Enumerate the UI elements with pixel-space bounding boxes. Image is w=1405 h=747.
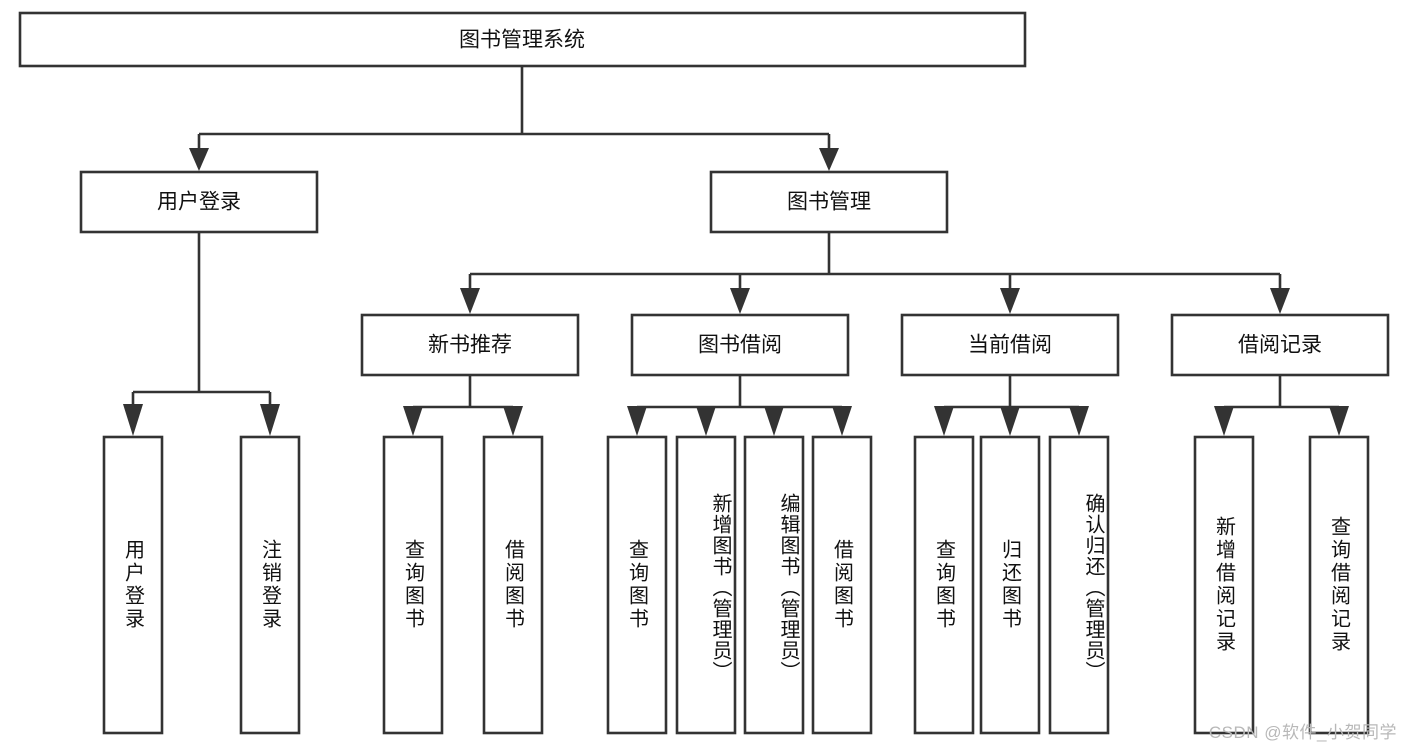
node-root[interactable]: 图书管理系统 (18, 11, 1027, 68)
leaf-user-login-box[interactable] (102, 435, 164, 735)
arrow-head-current-borrow (1000, 288, 1020, 314)
leaf-query-book-3-box[interactable] (913, 435, 975, 735)
node-root-box[interactable] (18, 11, 1027, 68)
leaf-query-book-1-label: 查询图书 (401, 539, 424, 631)
node-user-login-box[interactable] (79, 170, 319, 234)
arrow-head-leaf-edit-book (764, 406, 784, 436)
arrow-head-leaf-confirm-return (1069, 406, 1089, 436)
node-borrow-record-label: 借阅记录 (1238, 334, 1322, 357)
arrow-head-leaf-query-book-2 (627, 406, 647, 436)
leaf-query-book-1-box[interactable] (382, 435, 444, 735)
leaf-add-book-box[interactable] (675, 435, 737, 735)
leaf-borrow-book-1-box[interactable] (482, 435, 544, 735)
node-book-borrow-box[interactable] (630, 313, 850, 377)
leaf-confirm-return-box[interactable] (1048, 435, 1110, 735)
edge-newbook-trunk (411, 375, 515, 414)
node-new-book-rec-label: 新书推荐 (428, 334, 512, 357)
node-user-login-label: 用户登录 (157, 191, 241, 214)
leaf-user-logout-box[interactable] (239, 435, 301, 735)
arrow-head-leaf-borrow-book-1 (503, 406, 523, 436)
edge-borrowrecord-trunk (1222, 375, 1341, 414)
node-book-manage[interactable]: 图书管理 (709, 170, 949, 234)
node-user-login[interactable]: 用户登录 (79, 170, 319, 234)
node-borrow-record-box[interactable] (1170, 313, 1390, 377)
arrow-head-leaf-query-book-3 (934, 406, 954, 436)
leaf-confirm-return-label: 确认归还（管理员） (1082, 492, 1104, 682)
leaf-return-book-box[interactable] (979, 435, 1041, 735)
connector-layer (123, 66, 1349, 436)
arrow-head-leaf-query-book-1 (403, 406, 423, 436)
node-new-book-rec[interactable]: 新书推荐 (360, 313, 580, 377)
leaf-borrow-book-2-label: 借阅图书 (830, 539, 853, 631)
arrow-head-leaf-add-book (696, 406, 716, 436)
leaf-user-logout-label: 注销登录 (258, 539, 281, 631)
leaf-add-record-label: 新增借阅记录 (1212, 516, 1235, 654)
arrow-head-new-book-rec (460, 288, 480, 314)
arrow-head-leaf-user-logout (260, 404, 280, 436)
leaf-return-book-label: 归还图书 (998, 539, 1021, 631)
arrow-head-book-borrow (730, 288, 750, 314)
leaf-box-layer (102, 435, 1370, 735)
leaf-borrow-book-2-box[interactable] (811, 435, 873, 735)
leaf-user-login-label: 用户登录 (121, 539, 144, 631)
node-book-manage-label: 图书管理 (787, 191, 871, 214)
watermark-text: CSDN @软件_小贺同学 (1208, 723, 1397, 742)
node-current-borrow-box[interactable] (900, 313, 1120, 377)
node-borrow-record[interactable]: 借阅记录 (1170, 313, 1390, 377)
edge-bookmanage-trunk (468, 232, 1282, 296)
arrow-head-leaf-return-book (1000, 406, 1020, 436)
leaf-query-book-2-label: 查询图书 (625, 539, 648, 631)
leaf-query-book-2-box[interactable] (606, 435, 668, 735)
node-root-label: 图书管理系统 (459, 29, 585, 52)
node-book-borrow-label: 图书借阅 (698, 334, 782, 357)
leaf-edit-book-label: 编辑图书（管理员） (777, 492, 799, 682)
leaf-query-book-3-label: 查询图书 (932, 539, 955, 631)
arrow-head-user-login (189, 148, 209, 171)
leaf-add-book-label: 新增图书（管理员） (709, 492, 731, 682)
edge-userlogin-trunk (131, 232, 272, 412)
node-new-book-rec-box[interactable] (360, 313, 580, 377)
leaf-add-record-box[interactable] (1193, 435, 1255, 735)
node-current-borrow-label: 当前借阅 (968, 334, 1052, 357)
arrow-head-leaf-borrow-book-2 (832, 406, 852, 436)
arrow-head-leaf-add-record (1214, 406, 1234, 436)
node-book-manage-box[interactable] (709, 170, 949, 234)
arrow-head-leaf-query-record (1329, 406, 1349, 436)
edge-bookborrow-trunk (635, 375, 844, 414)
leaf-query-record-box[interactable] (1308, 435, 1370, 735)
leaf-borrow-book-1-label: 借阅图书 (501, 539, 524, 631)
arrow-head-borrow-record (1270, 288, 1290, 314)
leaf-edit-book-box[interactable] (743, 435, 805, 735)
node-current-borrow[interactable]: 当前借阅 (900, 313, 1120, 377)
leaf-query-record-label: 查询借阅记录 (1327, 516, 1350, 654)
arrow-head-leaf-user-login (123, 404, 143, 436)
arrow-head-book-manage (819, 148, 839, 171)
node-book-borrow[interactable]: 图书借阅 (630, 313, 850, 377)
edge-root-trunk (197, 66, 831, 158)
